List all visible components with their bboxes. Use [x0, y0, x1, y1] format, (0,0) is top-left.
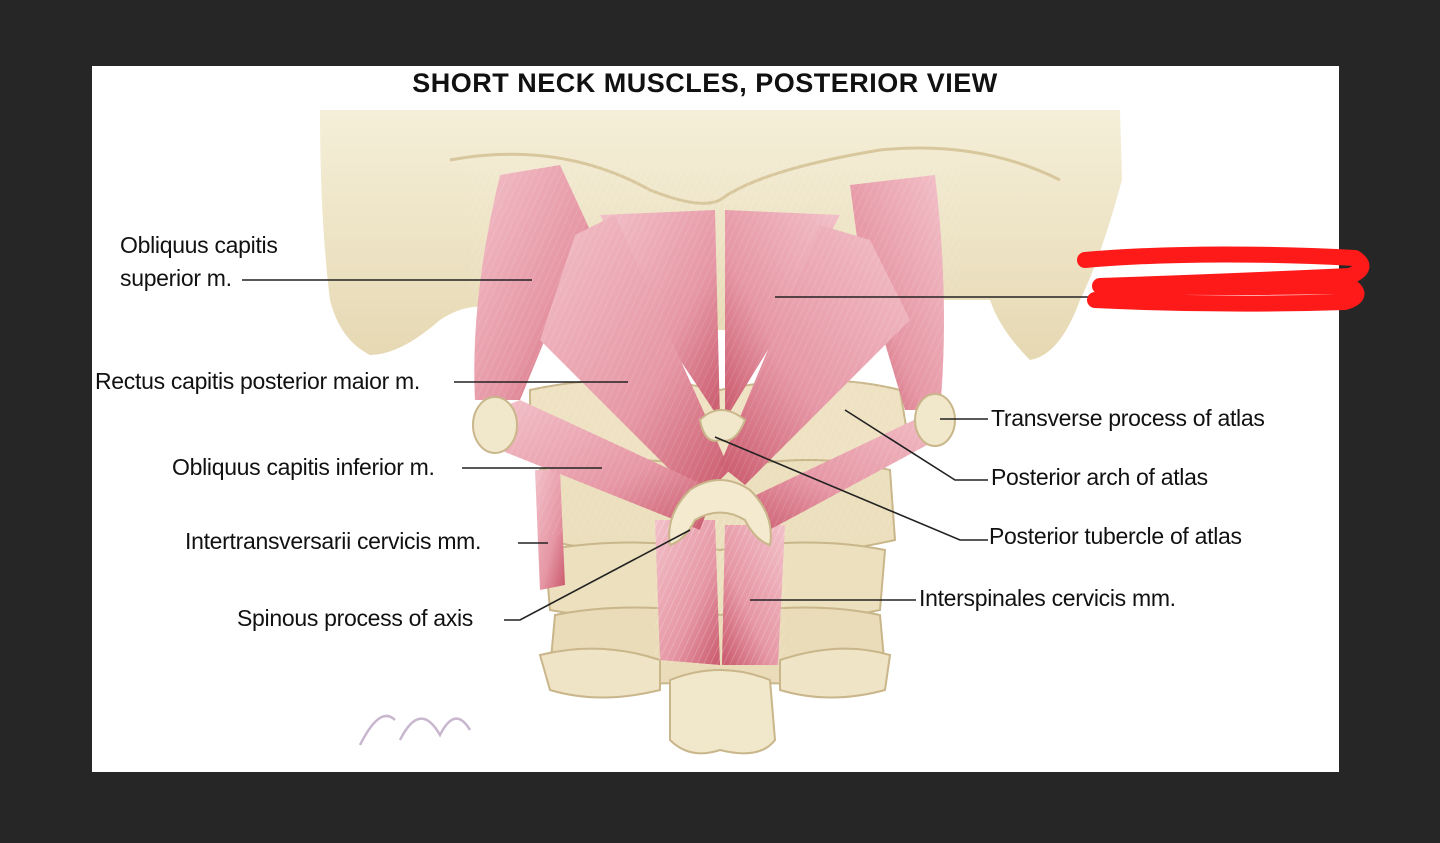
- label-spinous-process-axis: Spinous process of axis: [237, 605, 474, 631]
- label-obliquus-superior-line2: superior m.: [120, 265, 232, 291]
- label-posterior-tubercle-atlas: Posterior tubercle of atlas: [989, 523, 1242, 549]
- posterior-tubercle: [698, 409, 747, 442]
- label-rectus-major: Rectus capitis posterior maior m.: [95, 368, 420, 394]
- diagram-title: SHORT NECK MUSCLES, POSTERIOR VIEW: [412, 68, 998, 98]
- label-interspinales: Interspinales cervicis mm.: [919, 585, 1176, 611]
- label-obliquus-superior-line1: Obliquus capitis: [120, 232, 278, 258]
- leader-lines: [242, 279, 1090, 621]
- artist-signature: [358, 714, 472, 746]
- label-transverse-process-atlas: Transverse process of atlas: [991, 405, 1265, 431]
- red-redaction-mark: [1077, 246, 1370, 312]
- transverse-process-right: [914, 393, 956, 447]
- spinous-process-axis: [668, 479, 772, 547]
- label-intertransversarii: Intertransversarii cervicis mm.: [185, 528, 482, 554]
- label-posterior-arch-atlas: Posterior arch of atlas: [991, 464, 1208, 490]
- label-obliquus-inferior: Obliquus capitis inferior m.: [172, 454, 435, 480]
- transverse-process-left: [472, 396, 518, 454]
